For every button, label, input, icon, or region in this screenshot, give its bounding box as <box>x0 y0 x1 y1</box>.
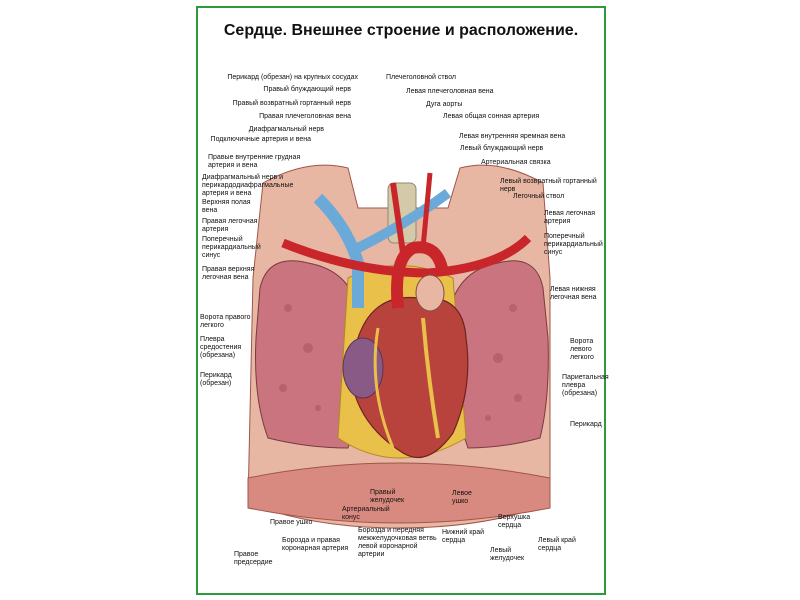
label-pulmonary-trunk: Легочный ствол <box>513 193 565 200</box>
label-left-auricle: Левое ушко <box>452 490 472 505</box>
diaphragm-band <box>247 462 551 524</box>
label-subclavian: Подключичные артерия и вена <box>210 136 311 143</box>
label-mediastinal-pleura: Плевра средостения (обрезана) <box>200 336 242 359</box>
label-left-vagus: Левый блуждающий нерв <box>460 145 544 152</box>
right-coronary-branch <box>373 327 395 449</box>
label-right-recurrent: Правый возвратный гортанный нерв <box>232 100 351 107</box>
label-pericardium-vessels: Перикард (обрезан) на крупных сосудах <box>227 74 358 81</box>
label-left-common-carotid: Левая общая сонная артерия <box>443 113 540 120</box>
label-brachiocephalic-trunk: Плечеголовной ствол <box>386 74 457 81</box>
label-left-margin: Левый край сердца <box>538 537 576 552</box>
poster-frame: Сердце. Внешнее строение и расположение. <box>196 6 609 595</box>
label-right-coronary-groove: Борозда и правая коронарная артерия <box>282 537 349 552</box>
label-pericardium: Перикард <box>570 421 602 428</box>
label-right-pulmonary-artery: Правая легочная артерия <box>202 218 258 233</box>
label-internal-thoracic: Правые внутренние грудная артерия и вена <box>208 154 301 169</box>
heart-illustration <box>247 164 551 529</box>
label-pericardium-cut: Перикард (обрезан) <box>200 372 232 387</box>
label-left-pulmonary-artery: Левая легочная артерия <box>544 210 596 225</box>
label-anterior-interventricular-groove: Борозда и передняя межжелудочковая ветвь… <box>358 527 437 558</box>
label-left-lung-hilum: Ворота левого легкого <box>570 338 594 361</box>
pulmonary-trunk <box>415 274 445 312</box>
lung-texture <box>279 304 522 421</box>
label-right-superior-pulmonary-vein: Правая верхняя легочная вена <box>202 266 255 281</box>
label-left-inferior-pulmonary-vein: Левая нижняя легочная вена <box>550 286 597 301</box>
pulmonary-arteries <box>281 234 532 278</box>
label-aortic-arch: Дуга аорты <box>426 101 463 108</box>
label-ligamentum-arteriosum: Артериальная связка <box>481 159 551 166</box>
label-left-ventricle: Левый желудочек <box>490 547 525 562</box>
right-atrium <box>342 337 384 399</box>
label-left-brachiocephalic-vein: Левая плечеголовная вена <box>406 88 494 95</box>
label-conus-arteriosus: Артериальный конус <box>342 506 390 521</box>
label-right-vagus: Правый блуждающий нерв <box>263 86 351 93</box>
label-transverse-sinus-right: Поперечный перикардиальный синус <box>544 233 603 256</box>
label-phrenic-nerve: Диафрагмальный нерв <box>248 126 324 133</box>
anterior-interventricular-branch <box>421 317 440 439</box>
label-apex: Верхушка сердца <box>498 514 531 529</box>
label-right-brachiocephalic-vein: Правая плечеголовная вена <box>259 113 351 120</box>
label-inferior-margin: Нижний край сердца <box>442 529 485 544</box>
left-brachiocephalic-vein <box>355 188 451 253</box>
brachiocephalic-trunk <box>390 182 406 254</box>
label-transverse-sinus-left: Поперечный перикардиальный синус <box>202 236 261 259</box>
label-parietal-pleura: Париетальная плевра (обрезана) <box>562 374 609 397</box>
label-right-auricle: Правое ушко <box>270 519 313 526</box>
aortic-arch <box>391 241 449 309</box>
label-superior-vena-cava: Верхняя полая вена <box>202 199 251 214</box>
label-right-atrium: Правое предсердие <box>234 551 273 566</box>
left-common-carotid <box>420 172 433 249</box>
poster-title: Сердце. Внешнее строение и расположение. <box>223 22 579 39</box>
label-right-ventricle: Правый желудочек <box>370 489 405 504</box>
label-left-recurrent: Левый возвратный гортанный нерв <box>500 178 597 193</box>
label-phrenic-pericardiophrenic: Диафрагмальный нерв и перикардодиафрагма… <box>202 174 294 197</box>
label-left-internal-jugular: Левая внутренняя яремная вена <box>459 133 566 140</box>
label-right-lung-hilum: Ворота правого легкого <box>200 314 251 329</box>
